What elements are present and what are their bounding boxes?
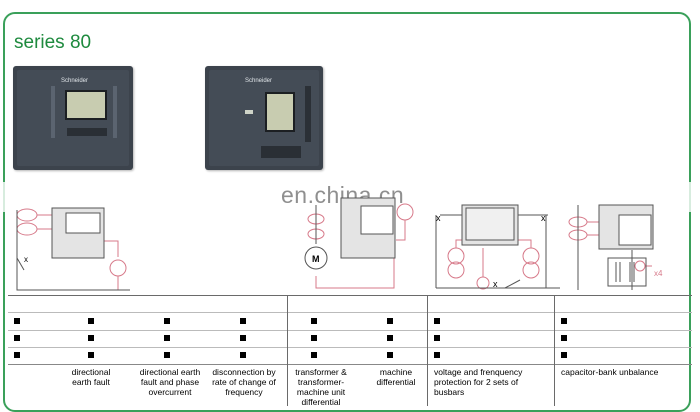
bullet-mark — [387, 335, 393, 341]
bullet-mark — [434, 352, 440, 358]
column-label-transformer-differential: transformer & transformer-machine unit d… — [295, 367, 347, 407]
table-divider — [8, 364, 692, 365]
page-title: series 80 — [14, 32, 92, 53]
svg-text:x: x — [24, 255, 28, 264]
sepam-relay-device-2: Schneider — [205, 66, 323, 170]
table-divider — [8, 295, 692, 296]
bullet-mark — [387, 352, 393, 358]
bullet-mark — [14, 335, 20, 341]
bullet-mark — [240, 335, 246, 341]
bullet-mark — [561, 352, 567, 358]
bullet-mark — [311, 335, 317, 341]
table-divider — [8, 347, 692, 348]
column-label-capacitor-bank-unbalance: capacitor-bank unbalance — [561, 367, 659, 377]
bullet-mark — [164, 335, 170, 341]
bullet-mark — [164, 318, 170, 324]
bullet-mark — [387, 318, 393, 324]
bullet-mark — [240, 352, 246, 358]
svg-text:x: x — [436, 213, 441, 223]
bullet-mark — [14, 352, 20, 358]
bullet-mark — [164, 352, 170, 358]
sepam-relay-device-1: Schneider — [13, 66, 133, 170]
bullet-mark — [14, 318, 20, 324]
bullet-mark — [88, 352, 94, 358]
svg-text:x: x — [493, 279, 498, 289]
bullet-mark — [88, 318, 94, 324]
bullet-mark — [240, 318, 246, 324]
device-display — [65, 90, 107, 120]
table-divider — [8, 330, 692, 331]
bullet-mark — [561, 318, 567, 324]
table-divider — [8, 312, 692, 313]
device-logo: Schneider — [61, 78, 89, 84]
column-label-busbar-voltage-frequency: voltage and frenquency protection for 2 … — [434, 367, 523, 397]
device-logo: Schneider — [245, 78, 273, 84]
bullet-mark — [434, 335, 440, 341]
column-divider — [554, 295, 555, 406]
column-label-machine-differential: machine differential — [376, 367, 416, 387]
column-label-directional-earth-fault: directional earth fault — [71, 367, 111, 387]
column-label-earth-fault-overcurrent: directional earth fault and phase overcu… — [139, 367, 201, 397]
svg-text:x: x — [541, 213, 546, 223]
bullet-mark — [88, 335, 94, 341]
column-divider — [427, 295, 428, 406]
column-label-rate-of-change-frequency: disconnection by rate of change of frequ… — [212, 367, 276, 397]
capacitor-multiplier-label: x4 — [654, 269, 663, 278]
bullet-mark — [434, 318, 440, 324]
bullet-mark — [311, 352, 317, 358]
device-display — [265, 92, 295, 132]
bullet-mark — [311, 318, 317, 324]
bullet-mark — [561, 335, 567, 341]
column-divider — [287, 295, 288, 406]
motor-symbol-label: M — [312, 254, 320, 264]
